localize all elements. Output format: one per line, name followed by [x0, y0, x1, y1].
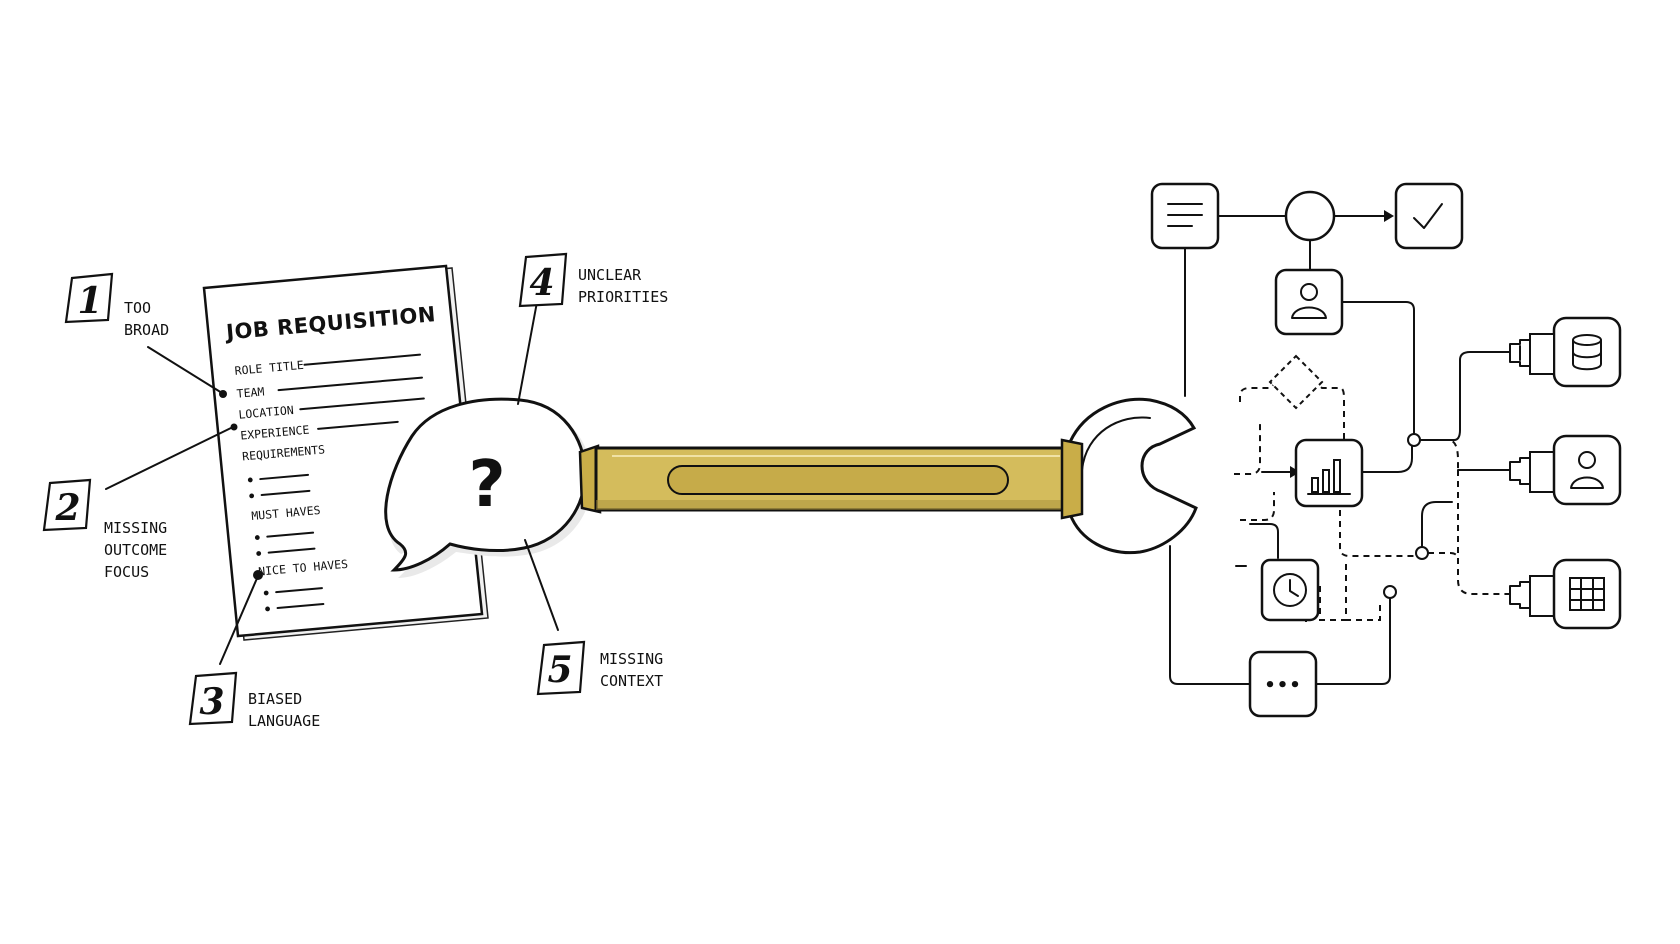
decision-diamond-icon [1268, 354, 1324, 410]
workflow-connectors [1169, 210, 1511, 685]
callout-label-line2: OUTCOME [104, 541, 167, 559]
callout-label-line2: LANGUAGE [248, 712, 320, 730]
callout-number: 3 [199, 681, 224, 723]
callout-label-line2: CONTEXT [600, 672, 663, 690]
callout-number: 4 [529, 262, 554, 304]
field-role-title: ROLE TITLE [234, 358, 304, 378]
callout-2: 2 MISSING OUTCOME FOCUS [42, 478, 167, 581]
callout-1: 1 TOO BROAD [64, 272, 169, 339]
callout-4: 4 UNCLEAR PRIORITIES [518, 252, 668, 308]
user-node [1274, 268, 1344, 336]
question-speech-bubble: ? [384, 397, 593, 578]
callout-label-line2: BROAD [124, 321, 169, 339]
clock-node [1260, 558, 1320, 622]
callout-number: 5 [547, 649, 572, 691]
callout-label-line1: MISSING [104, 519, 167, 537]
more-node[interactable]: ••• [1248, 650, 1318, 718]
section-must-haves: MUST HAVES [251, 503, 321, 523]
callout-label-line1: UNCLEAR [578, 266, 642, 284]
table-plug-node [1509, 558, 1622, 630]
callout-label-line1: TOO [124, 299, 151, 317]
more-dots-icon: ••• [1264, 675, 1302, 696]
checkmark-node [1394, 182, 1464, 250]
callout-number: 2 [54, 487, 80, 529]
person-plug-node [1509, 434, 1622, 506]
wrench [578, 397, 1198, 555]
field-experience: EXPERIENCE [240, 423, 310, 443]
callout-label-line2: PRIORITIES [578, 288, 668, 306]
callout-label-line1: BIASED [248, 690, 302, 708]
question-mark-icon: ? [468, 448, 505, 522]
callout-5: 5 MISSING CONTEXT [536, 640, 663, 696]
callout-label-line1: MISSING [600, 650, 663, 668]
field-location: LOCATION [238, 403, 294, 422]
database-plug-node [1509, 316, 1622, 388]
bar-chart-node [1294, 438, 1364, 508]
callout-label-line3: FOCUS [104, 563, 149, 581]
callout-3: 3 BIASED LANGUAGE [188, 671, 320, 730]
document-node [1150, 182, 1220, 250]
field-team: TEAM [236, 384, 265, 400]
process-circle-node [1284, 190, 1336, 242]
callout-number: 1 [77, 280, 102, 322]
